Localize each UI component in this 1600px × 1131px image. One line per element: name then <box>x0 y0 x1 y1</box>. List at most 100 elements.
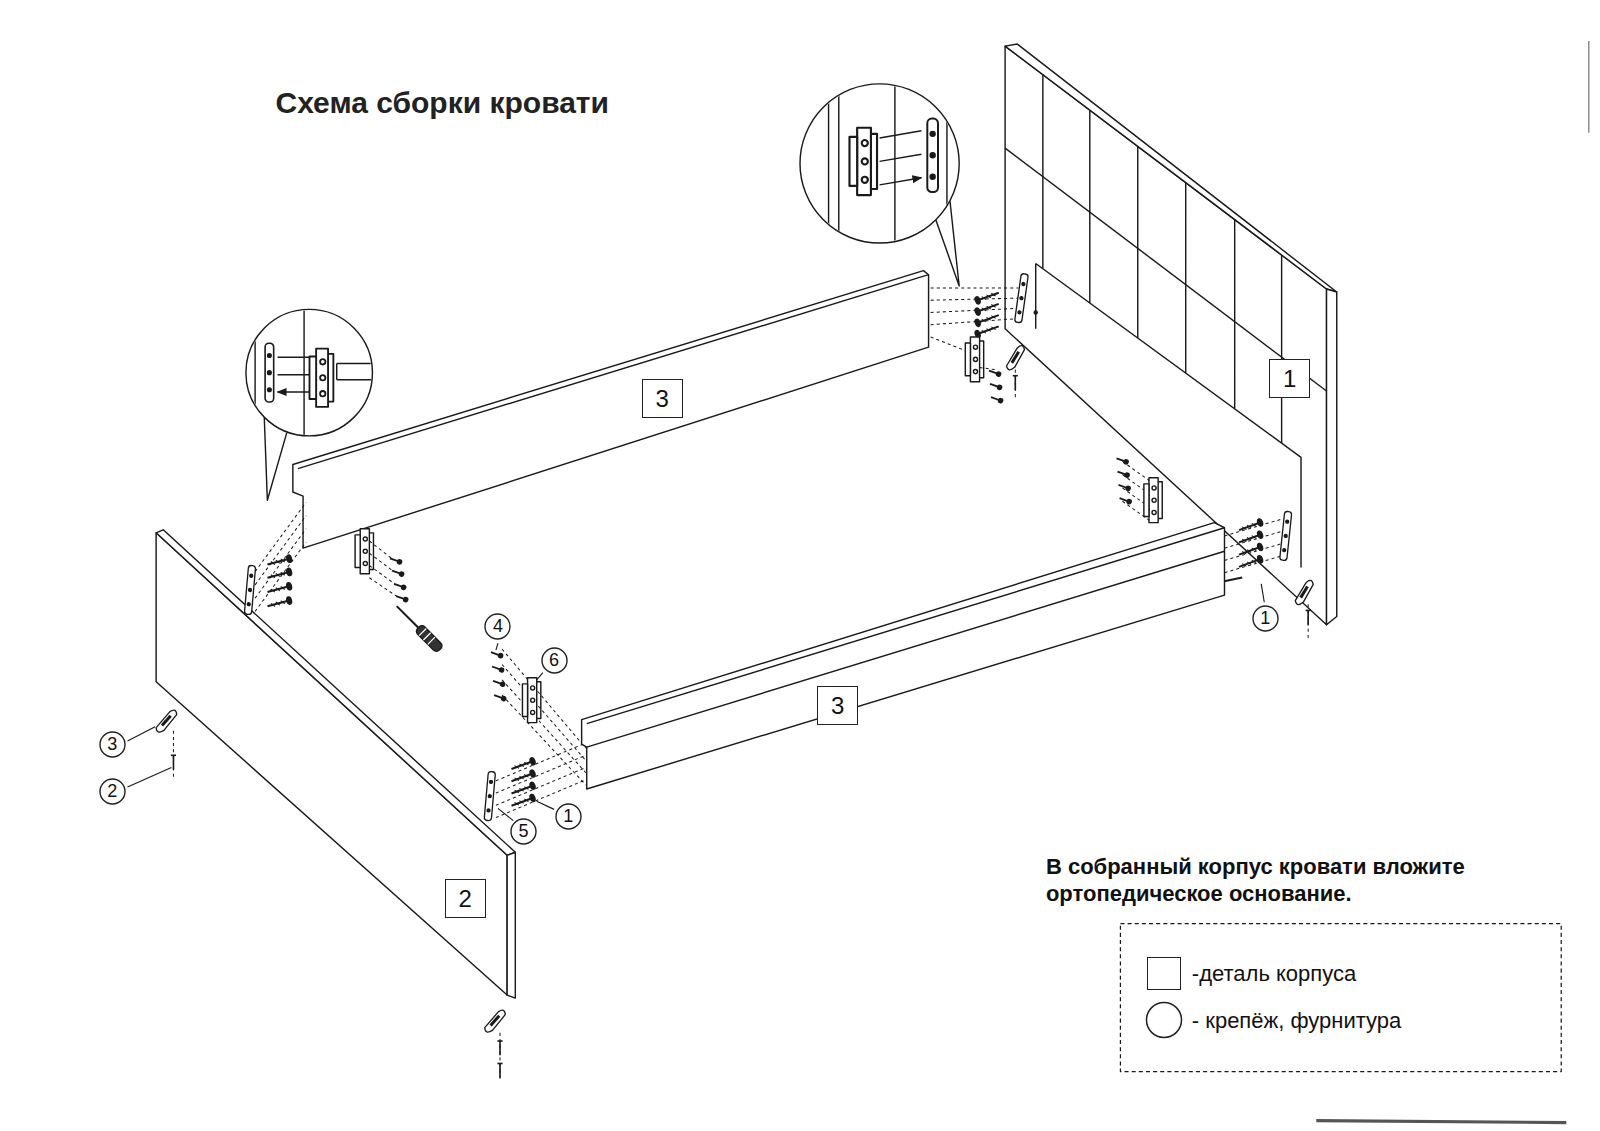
legend-swatch <box>1145 1001 1183 1039</box>
side-rail <box>582 523 1225 789</box>
detail-callout <box>255 306 377 439</box>
hardware <box>988 369 1001 377</box>
leader-line <box>1261 584 1264 602</box>
hardware <box>493 693 506 701</box>
legend-text: - крепёж, фурнитура <box>1192 1008 1401 1033</box>
hardware <box>491 665 504 673</box>
hardware <box>267 582 293 595</box>
headboard <box>1034 311 1037 314</box>
hardware <box>1290 580 1318 606</box>
hardware <box>1002 345 1030 371</box>
leader-line <box>537 801 554 809</box>
hardware <box>393 582 406 590</box>
hardware <box>990 395 1003 403</box>
detail-callout <box>255 306 304 439</box>
assembly-line <box>255 288 1308 818</box>
detail-callout <box>829 82 947 245</box>
hardware <box>173 731 174 778</box>
side-rail <box>293 271 929 549</box>
detail-callout <box>309 349 333 407</box>
footboard <box>156 530 515 998</box>
hardware <box>1306 610 1311 624</box>
hardware <box>497 1063 502 1077</box>
detail-callout <box>849 128 877 195</box>
callout-circle: 5 <box>510 818 537 845</box>
scan-mark <box>1316 1121 1566 1123</box>
callout-outline <box>1253 606 1278 631</box>
legend-swatch <box>1147 1003 1182 1038</box>
hardware <box>484 771 495 820</box>
assembly-line <box>502 649 586 785</box>
callout-number: 4 <box>493 617 503 636</box>
detail-callout <box>278 357 310 392</box>
leader-line <box>128 768 172 787</box>
callout-outline <box>100 732 125 757</box>
hardware <box>522 678 540 723</box>
headboard <box>1043 75 1282 443</box>
hardware <box>1014 273 1028 322</box>
hardware <box>389 556 402 564</box>
callout-outline <box>100 779 125 804</box>
callout-number: 3 <box>107 735 117 754</box>
callout-circle: 1 <box>555 803 582 830</box>
assembly-line <box>1224 519 1283 573</box>
callout-number: 1 <box>563 807 573 826</box>
detail-callout <box>927 119 938 192</box>
scan-mark <box>1588 41 1589 133</box>
hardware <box>393 602 444 653</box>
legend-frame <box>1120 924 1561 1072</box>
hardware <box>974 323 1000 338</box>
detail-callout <box>880 131 922 185</box>
hardware <box>267 596 293 609</box>
callout-outline <box>556 804 581 829</box>
part-number: 2 <box>459 886 472 911</box>
headboard <box>1005 148 1326 391</box>
part-number-box: 2 <box>445 879 486 918</box>
assembly-line <box>931 288 1019 325</box>
detail-callout <box>800 82 959 286</box>
side-rail <box>587 528 1225 747</box>
part-number-box: 3 <box>817 686 858 725</box>
legend-text: -деталь корпуса <box>1192 961 1356 986</box>
detail-callout <box>829 82 947 245</box>
hardware <box>244 565 255 614</box>
hardware <box>1144 478 1162 523</box>
hardware <box>1118 483 1131 491</box>
hardware <box>355 529 373 574</box>
callout-outline <box>511 819 536 844</box>
assembly-line <box>255 502 306 611</box>
leader-line <box>128 584 1265 821</box>
callout-circle: 1 <box>1252 605 1279 632</box>
callout-number: 5 <box>518 822 528 841</box>
part-number: 1 <box>1283 366 1296 391</box>
hardware <box>1013 376 1018 390</box>
headboard <box>1327 289 1337 625</box>
legend-swatch <box>1147 957 1181 990</box>
hardware <box>395 594 408 602</box>
detail-callout <box>265 343 274 402</box>
hardware <box>391 569 404 577</box>
hardware <box>974 312 1000 327</box>
hardware <box>267 568 293 581</box>
detail-callout <box>246 309 373 436</box>
part-number-box: 3 <box>642 379 683 418</box>
hardware <box>1119 496 1132 504</box>
hardware <box>171 755 176 769</box>
callout-circle: 3 <box>99 731 126 758</box>
hardware <box>490 650 503 658</box>
bed-illustration <box>128 41 1589 1123</box>
callout-circle: 6 <box>541 647 568 674</box>
hardware <box>974 289 1000 304</box>
hardware <box>1280 511 1292 560</box>
hardware <box>490 650 541 722</box>
callout-number: 2 <box>107 782 117 801</box>
side-rail <box>293 271 929 549</box>
footboard <box>156 530 515 856</box>
hardware <box>1116 456 1129 464</box>
footboard <box>507 852 515 998</box>
hardware <box>1117 470 1130 478</box>
hardware <box>510 794 536 809</box>
headboard <box>1036 263 1301 567</box>
hardware <box>154 710 180 733</box>
